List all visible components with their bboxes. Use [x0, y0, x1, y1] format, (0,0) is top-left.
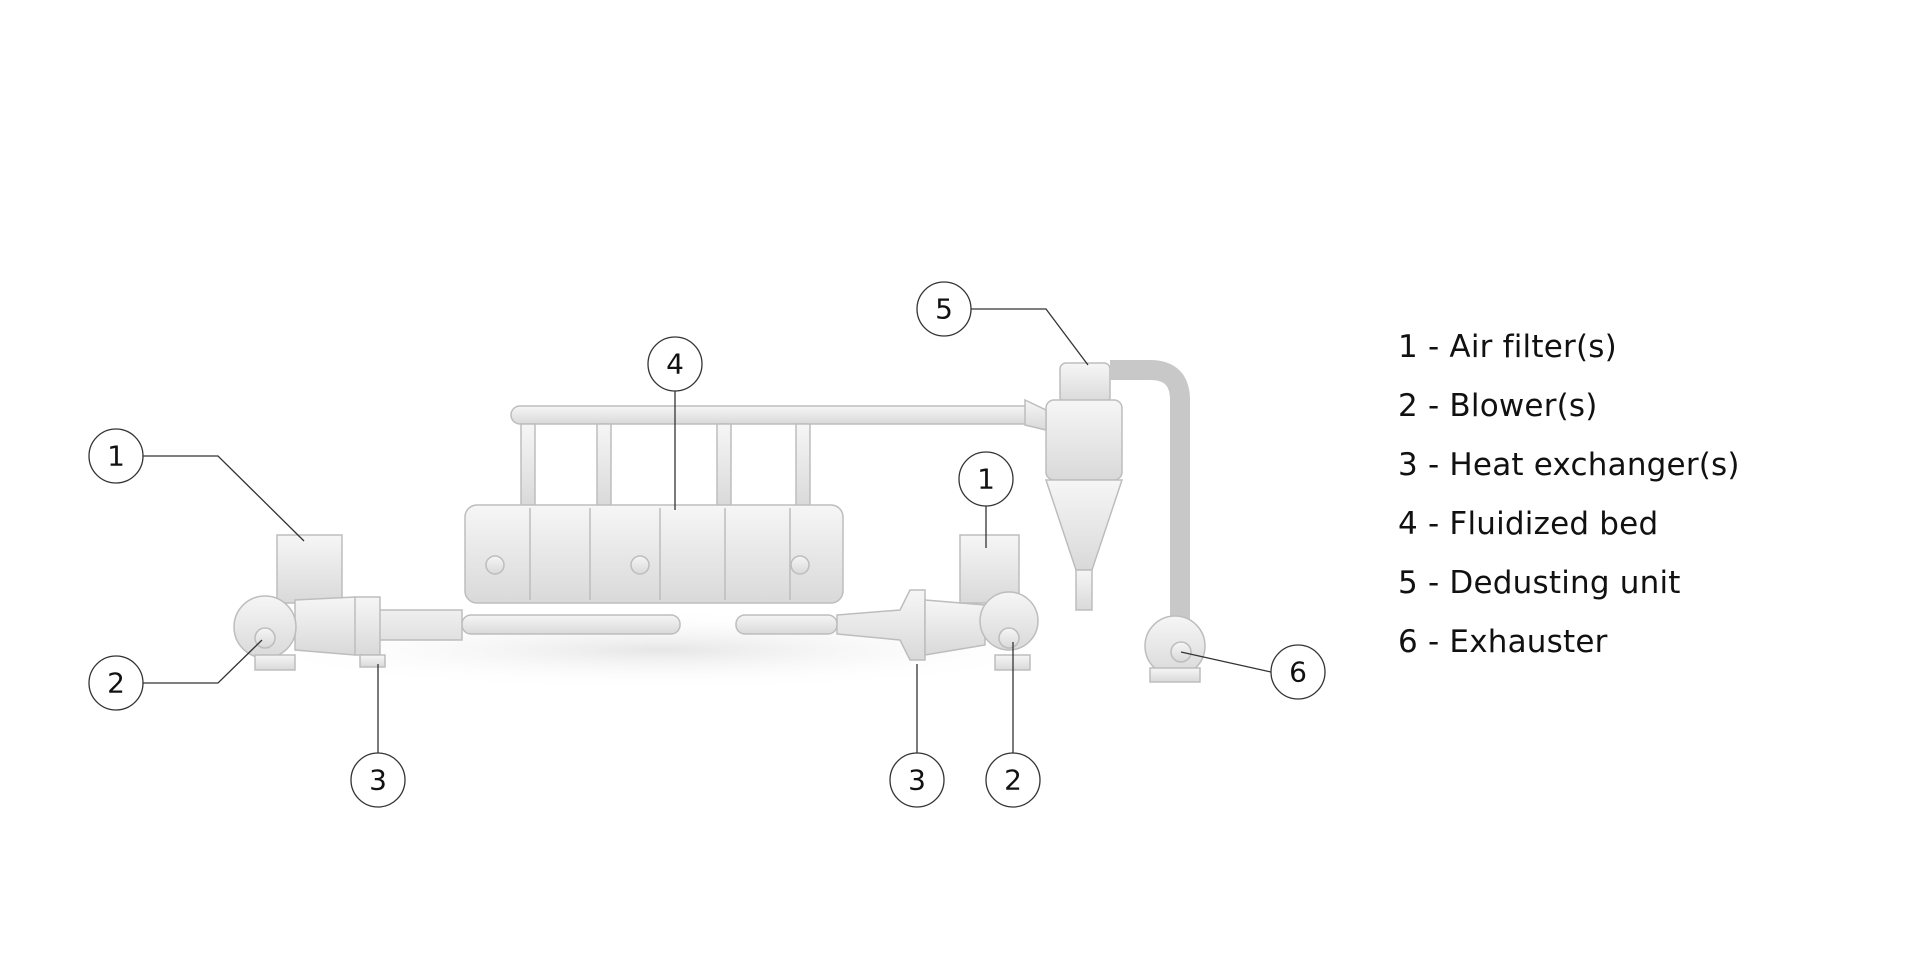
fluidized-bed-shape: [464, 504, 844, 604]
callouts: 1 2 3 4 5 1 3 2 6: [88, 281, 1326, 808]
svg-text:2: 2: [1004, 764, 1022, 797]
callout-heat-exchanger-right: 3: [889, 752, 945, 808]
callout-dedusting-unit: 5: [916, 281, 972, 337]
svg-text:1: 1: [977, 463, 995, 496]
callout-heat-exchanger-left: 3: [350, 752, 406, 808]
svg-text:6: 6: [1289, 656, 1307, 689]
callout-blower-left: 2: [88, 655, 144, 711]
svg-text:3: 3: [908, 764, 926, 797]
machinery-illustration: [233, 360, 1206, 690]
callout-air-filter-right: 1: [958, 451, 1014, 507]
legend-item: 1 - Air filter(s): [1398, 329, 1617, 365]
legend: 1 - Air filter(s) 2 - Blower(s) 3 - Heat…: [1398, 318, 1740, 672]
legend-item: 4 - Fluidized bed: [1398, 506, 1659, 542]
callout-blower-right: 2: [985, 752, 1041, 808]
svg-text:4: 4: [666, 348, 684, 381]
svg-text:3: 3: [369, 764, 387, 797]
callout-leaders: [143, 308, 1272, 753]
callout-air-filter-left: 1: [88, 428, 144, 484]
air-filter-left-shape: [276, 534, 343, 604]
callout-fluidized-bed: 4: [647, 336, 703, 392]
svg-text:5: 5: [935, 293, 953, 326]
callout-exhauster: 6: [1270, 644, 1326, 700]
legend-item: 3 - Heat exchanger(s): [1398, 447, 1740, 483]
svg-text:1: 1: [107, 440, 125, 473]
legend-item: 5 - Dedusting unit: [1398, 565, 1681, 601]
dedusting-unit-shape: [1059, 362, 1111, 404]
legend-item: 2 - Blower(s): [1398, 388, 1598, 424]
legend-item: 6 - Exhauster: [1398, 624, 1608, 660]
svg-text:2: 2: [107, 667, 125, 700]
